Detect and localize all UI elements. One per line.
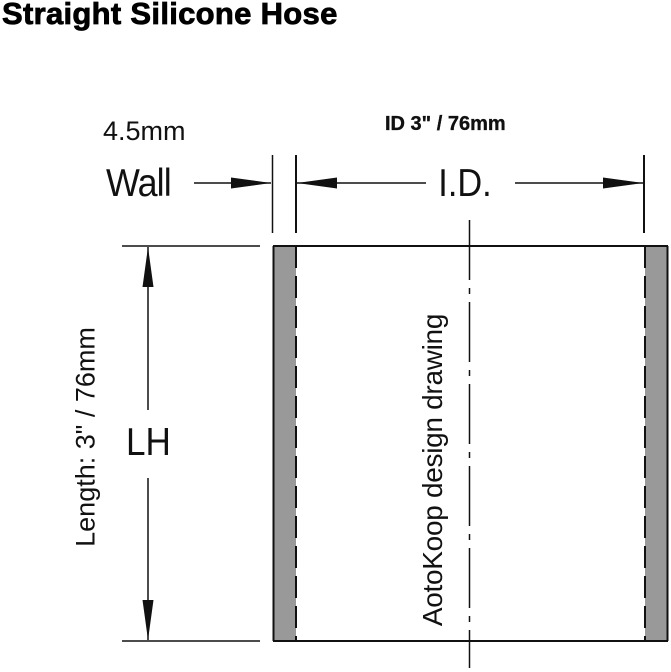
watermark-text: AotoKoop design drawing [417, 313, 448, 627]
inner-diameter-title: ID 3" / 76mm [385, 113, 506, 135]
inner-diameter-label: I.D. [433, 162, 497, 206]
hose-wall-left [273, 246, 296, 641]
wall-extension-lines [271, 155, 645, 233]
wall-label: Wall [106, 162, 172, 205]
hose-outline [272, 245, 669, 642]
hose-wall-right [645, 246, 668, 641]
length-symbol-label: LH [126, 421, 171, 465]
length-extension-lines [122, 245, 260, 642]
diagram-title: Straight Silicone Hose [2, 0, 338, 31]
wall-thickness-label: 4.5mm [103, 116, 186, 146]
length-label: Length: 3" / 76mm [70, 327, 101, 547]
